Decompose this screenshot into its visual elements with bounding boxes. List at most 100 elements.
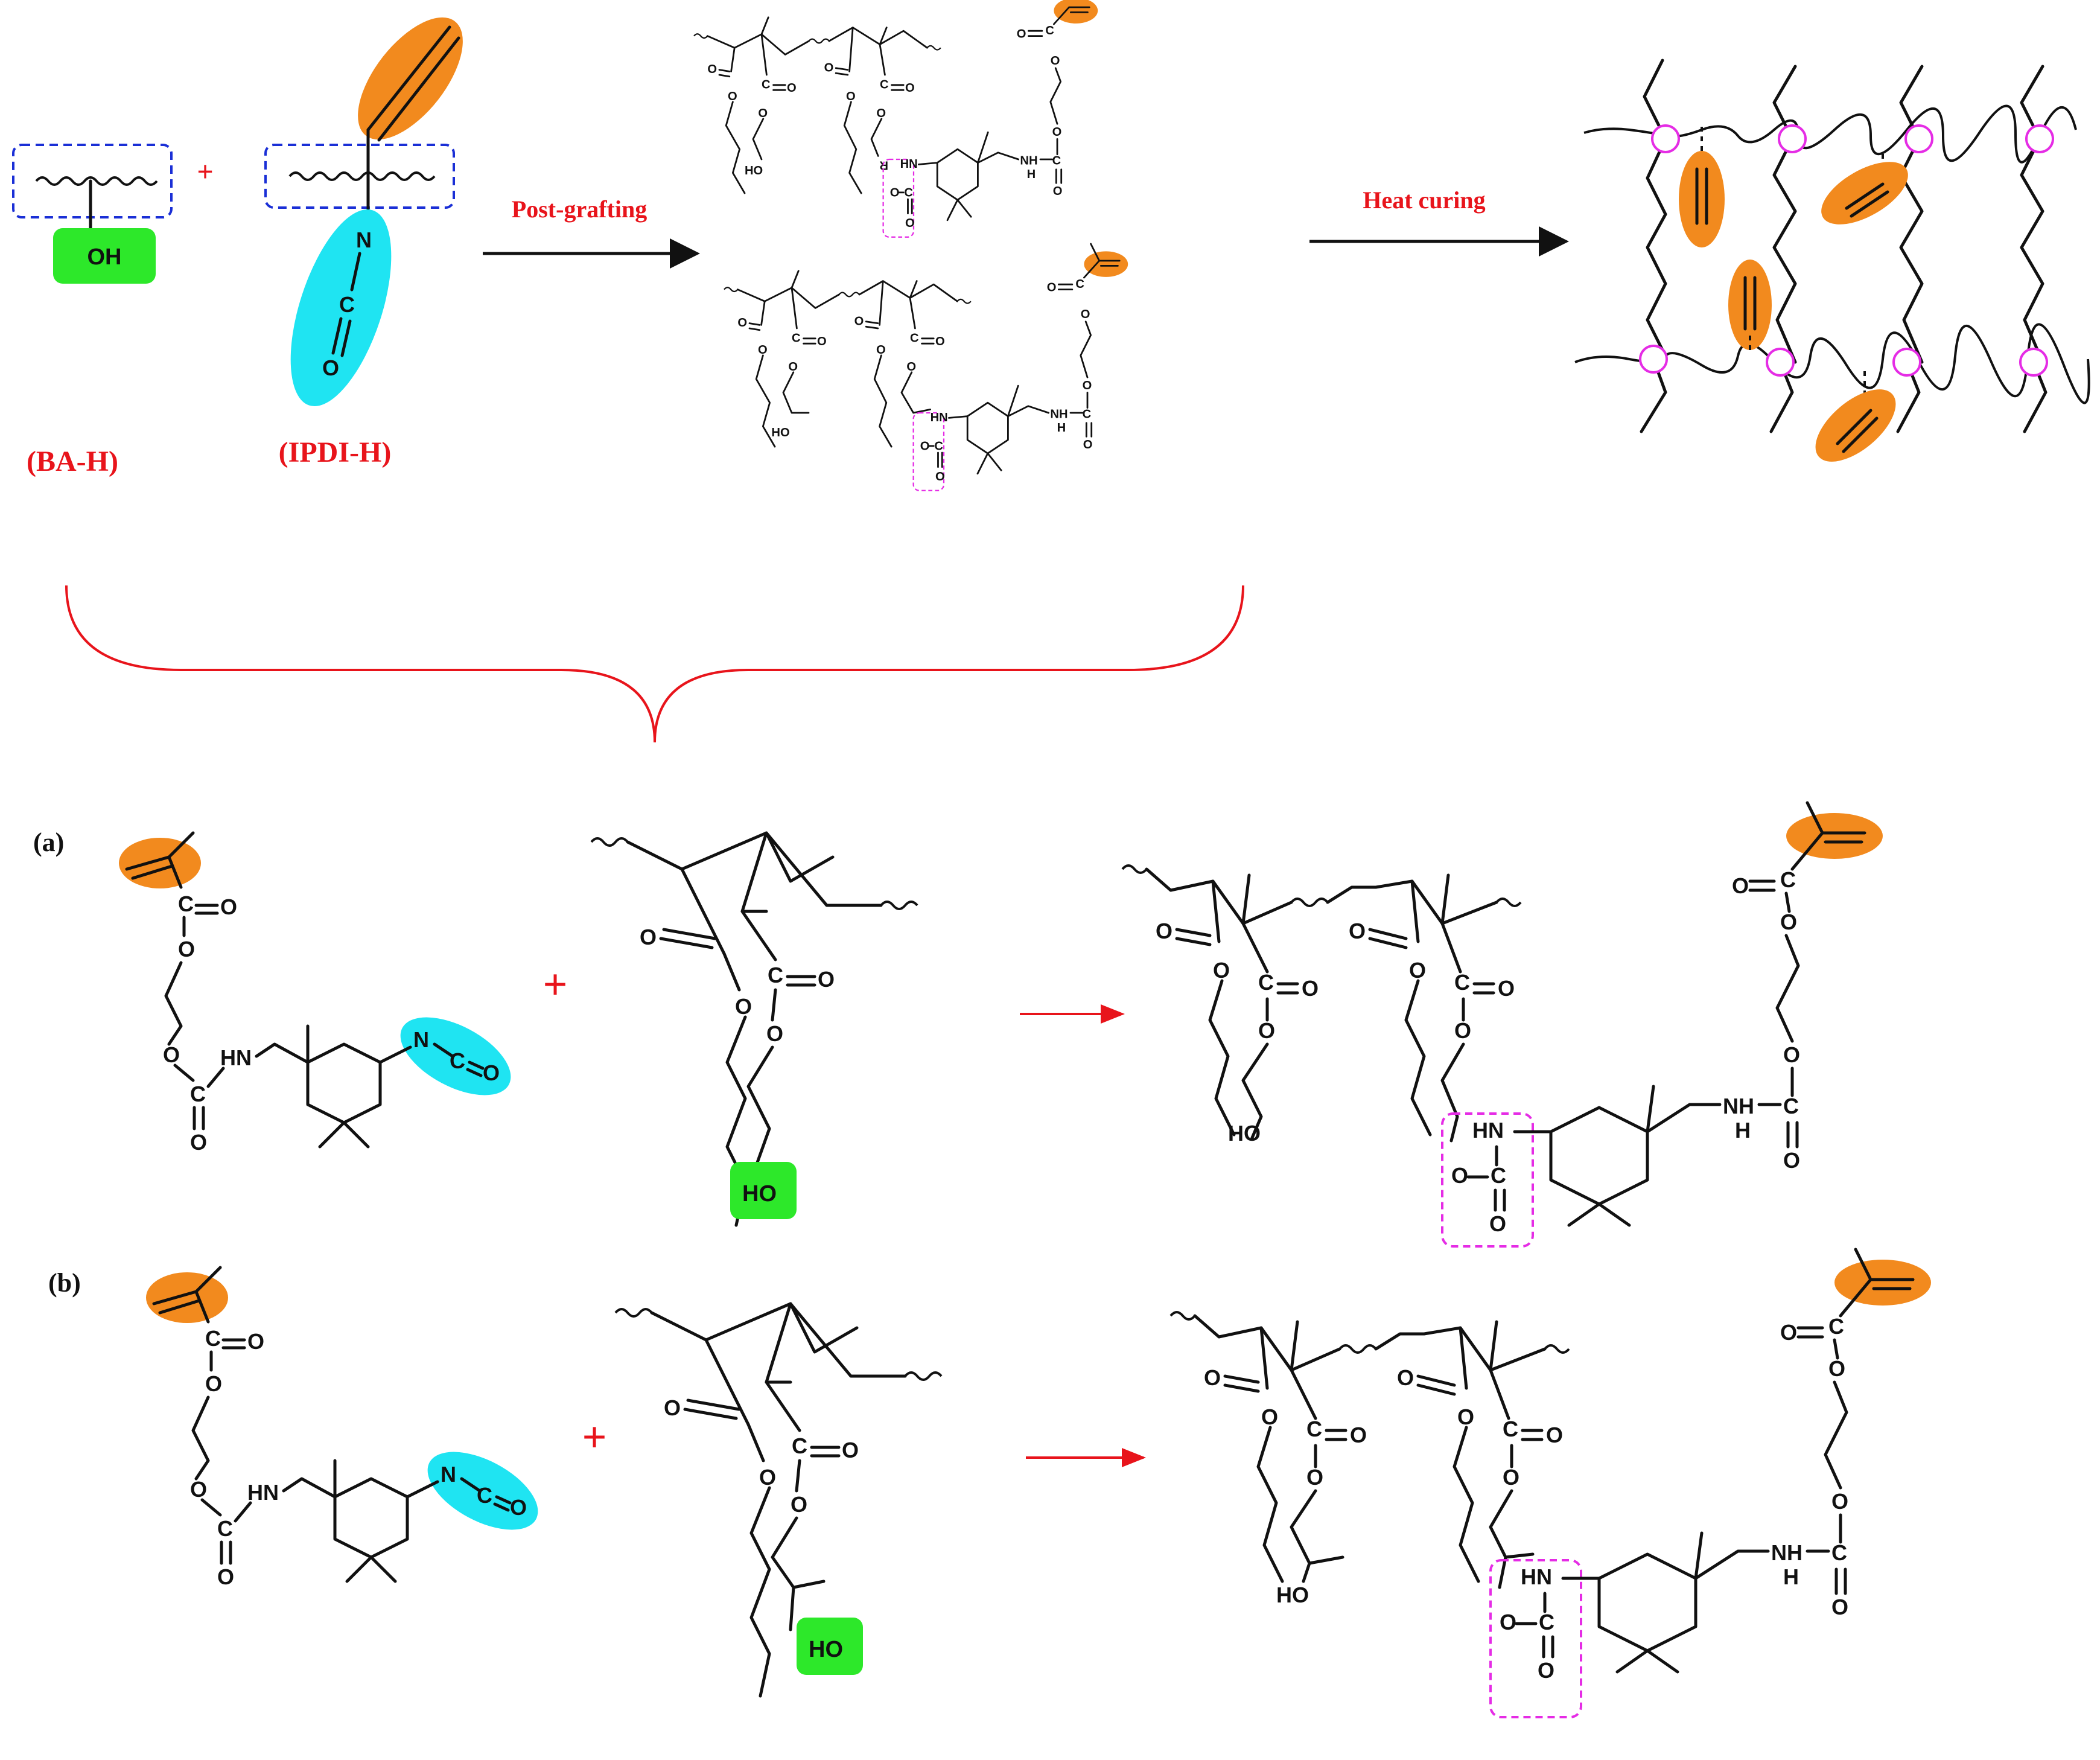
nitrogen-atom: N — [356, 228, 372, 252]
oxygen-atom: O — [1156, 919, 1172, 943]
oxygen-atom: O — [1349, 919, 1366, 943]
oxygen-atom: O — [1204, 1365, 1221, 1390]
crosslinked-network — [1574, 59, 2090, 462]
carbon-atom: C — [1306, 1417, 1322, 1441]
crosslink-node — [1639, 345, 1668, 374]
oxygen-atom: O — [935, 335, 945, 348]
oxygen-atom: O — [1783, 1148, 1800, 1173]
oxygen-atom: O — [842, 1438, 859, 1462]
hydrogen-atom: H — [1783, 1564, 1799, 1589]
oxygen-atom: O — [247, 1329, 264, 1354]
oxygen-atom: O — [707, 63, 717, 76]
grafted-polymer-ba-h: O O C O O HO O O C O O R HN O C O NH H — [693, 0, 1098, 238]
oxygen-atom: O — [1503, 1465, 1519, 1490]
carbon-atom: C — [1539, 1610, 1554, 1634]
oxygen-atom: O — [737, 316, 747, 330]
oxygen-atom: O — [163, 1042, 180, 1067]
oxygen-atom: O — [664, 1395, 681, 1420]
oxygen-atom: O — [1498, 976, 1515, 1001]
amine-group: NH — [1771, 1540, 1802, 1565]
ipdi-h-monomer: N C O — [264, 17, 463, 407]
vinyl-highlight — [1786, 813, 1883, 859]
carbon-atom: C — [1045, 24, 1054, 37]
oxygen-atom: O — [1350, 1423, 1367, 1447]
plus-sign-top: + — [197, 156, 213, 188]
carbon-atom: C — [1052, 154, 1061, 167]
oxygen-atom: O — [1081, 308, 1090, 321]
oxygen-atom: O — [1052, 126, 1062, 139]
vinyl-highlight — [1834, 1260, 1931, 1306]
crosslink-node — [1778, 124, 1807, 153]
isocyanate-highlight — [400, 1017, 511, 1095]
polymer-backbone-box — [12, 144, 173, 218]
carbon-atom: C — [205, 1326, 221, 1351]
hydroxyl-group-label: OH — [88, 244, 122, 270]
oxygen-atom: O — [1454, 1018, 1471, 1043]
carbon-atom: C — [792, 331, 801, 345]
urethane-box — [882, 158, 915, 238]
oxygen-atom: O — [854, 314, 864, 328]
carbon-atom: C — [1783, 1094, 1799, 1118]
oxygen-atom: O — [1083, 438, 1093, 451]
oxygen-atom: O — [818, 967, 835, 992]
oxygen-atom: O — [1783, 1042, 1800, 1067]
carbon-atom: C — [1491, 1163, 1506, 1188]
carbon-atom: C — [1083, 407, 1092, 421]
oxygen-atom: O — [935, 470, 945, 483]
oxygen-atom: O — [906, 360, 916, 374]
crosslink-node — [2019, 348, 2048, 377]
amine-group: HN — [247, 1480, 279, 1505]
carbon-atom: C — [768, 963, 783, 987]
polymer-chain-a: O O C O O HO — [590, 831, 918, 1227]
panel-a-label: (a) — [33, 827, 64, 857]
oxygen-atom: O — [1451, 1163, 1468, 1188]
hydrogen-atom: H — [1735, 1118, 1751, 1143]
oxygen-atom: O — [1831, 1489, 1848, 1514]
oxygen-atom: O — [483, 1060, 500, 1085]
oxygen-atom: O — [787, 81, 797, 95]
amine-group: HN — [1472, 1118, 1504, 1143]
oxygen-atom: O — [759, 1465, 776, 1490]
wavy-backbone — [35, 176, 158, 186]
carbon-atom: C — [450, 1048, 465, 1073]
oxygen-atom: O — [735, 994, 752, 1019]
urethane-box — [1441, 1112, 1534, 1248]
crosslink-node — [1892, 348, 1921, 377]
carbon-atom: C — [934, 440, 943, 453]
grouping-brace — [65, 585, 1244, 743]
heat-curing-label: Heat curing — [1363, 187, 1485, 214]
oxygen-atom: O — [876, 343, 886, 357]
oxygen-atom: O — [817, 335, 827, 348]
oxygen-atom: O — [876, 107, 886, 120]
carbon-atom: C — [904, 187, 913, 200]
amine-group: NH — [1050, 407, 1068, 421]
network-backbone-top — [1583, 104, 2077, 164]
urethane-box — [912, 412, 945, 491]
crosslink-node — [1766, 348, 1795, 377]
oxygen-atom: O — [1261, 1404, 1278, 1429]
oxygen-atom: O — [920, 440, 930, 453]
crosslink-node — [2025, 124, 2054, 153]
oxygen-atom: O — [1831, 1595, 1848, 1619]
oxygen-atom: O — [890, 187, 900, 200]
amine-group: HN — [1521, 1564, 1552, 1589]
oxygen-atom: O — [205, 1371, 222, 1396]
hydroxyl-group: HO — [745, 164, 763, 177]
oxygen-atom: O — [1780, 910, 1797, 934]
carbon-atom: C — [1503, 1417, 1518, 1441]
hydrogen-atom: H — [1057, 421, 1066, 435]
hydroxyl-group: HO — [1276, 1583, 1309, 1607]
carbon-atom: C — [910, 331, 919, 345]
isocyanate-highlight — [427, 1452, 538, 1530]
oxygen-atom: O — [1457, 1404, 1474, 1429]
oxygen-atom: O — [1828, 1356, 1845, 1381]
oxygen-atom: O — [824, 61, 834, 74]
product-a: O O C O O HO O O C O O HN O C O NH — [1121, 801, 1883, 1248]
amine-group: HN — [900, 158, 918, 171]
oxygen-atom: O — [1213, 958, 1230, 983]
oxygen-atom: O — [1258, 1018, 1275, 1043]
carbon-atom: C — [178, 891, 194, 916]
carbon-atom: C — [190, 1082, 206, 1106]
oxygen-atom: O — [1306, 1465, 1323, 1490]
vinyl-highlight — [146, 1272, 228, 1323]
